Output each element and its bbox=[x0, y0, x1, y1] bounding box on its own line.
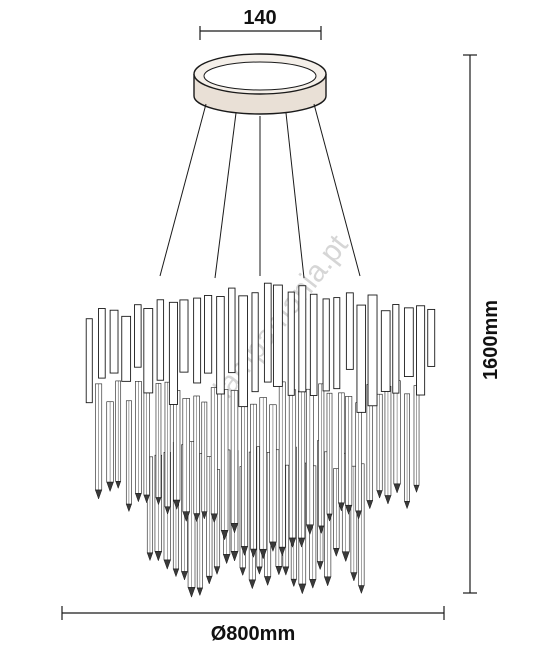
crystal-rod bbox=[309, 293, 318, 396]
cable-1 bbox=[159, 103, 207, 277]
crystal-rod bbox=[298, 390, 306, 548]
crystal-rod bbox=[228, 287, 236, 374]
crystal-rod bbox=[155, 383, 162, 506]
crystal-rod bbox=[333, 297, 341, 390]
crystal-rod bbox=[392, 304, 400, 394]
crystal-rod bbox=[345, 396, 353, 516]
crystal-rod bbox=[288, 389, 297, 548]
crystal-rod bbox=[173, 390, 181, 510]
crystal-rod bbox=[179, 299, 189, 373]
crystal-rod bbox=[182, 398, 191, 523]
canopy-dimension-label: 140 bbox=[243, 7, 276, 29]
crystal-rod bbox=[367, 294, 378, 407]
height-dimension-label: 1600mm bbox=[480, 300, 502, 380]
crystal-rod bbox=[193, 395, 200, 523]
crystal-rod bbox=[269, 404, 277, 553]
crystal-rod bbox=[250, 403, 257, 559]
crystal-rod bbox=[376, 393, 383, 499]
crystal-rod bbox=[333, 468, 340, 558]
crystal-tier-upper bbox=[85, 282, 436, 413]
crystal-rod bbox=[338, 392, 345, 512]
crystal-rod bbox=[134, 304, 142, 368]
width-dimension: Ø800mm bbox=[61, 606, 445, 645]
crystal-rod bbox=[393, 380, 401, 494]
crystal-rod bbox=[193, 297, 202, 384]
crystal-rod bbox=[201, 401, 208, 520]
crystal-rod bbox=[380, 310, 391, 392]
crystal-rod bbox=[350, 465, 358, 582]
crystal-rod bbox=[287, 291, 295, 396]
crystal-rod bbox=[156, 299, 165, 381]
crystal-rod bbox=[216, 296, 225, 395]
crystal-rod bbox=[345, 292, 354, 370]
crystal-rod bbox=[115, 380, 122, 490]
crystal-rod bbox=[326, 392, 333, 522]
canopy-dimension: 140 bbox=[199, 7, 322, 40]
crystal-rod bbox=[263, 282, 272, 383]
height-dimension: 1600mm bbox=[463, 54, 502, 594]
crystal-rod bbox=[322, 298, 330, 392]
crystal-rod bbox=[143, 388, 150, 504]
crystal-rod bbox=[106, 401, 114, 493]
crystal-rod bbox=[298, 285, 307, 393]
crystal-rod bbox=[121, 315, 132, 382]
crystal-rod bbox=[318, 383, 325, 535]
crystal-rod bbox=[168, 301, 178, 405]
crystal-tier-middle bbox=[95, 380, 420, 560]
cable-5 bbox=[313, 103, 361, 277]
crystal-rod bbox=[238, 295, 248, 408]
crystal-rod bbox=[210, 387, 218, 524]
crystal-rod bbox=[427, 308, 436, 367]
width-dimension-label: Ø800mm bbox=[211, 623, 296, 645]
crystal-rod bbox=[413, 385, 420, 494]
crystal-rod bbox=[384, 385, 392, 505]
crystal-rod bbox=[95, 383, 103, 500]
crystal-rod bbox=[306, 388, 314, 536]
suspension-cables bbox=[159, 103, 361, 279]
crystal-rod bbox=[220, 389, 229, 541]
crystal-rod bbox=[259, 397, 267, 560]
crystal-rod bbox=[355, 402, 362, 520]
ceiling-canopy bbox=[193, 53, 327, 115]
crystal-rod bbox=[272, 284, 283, 387]
crystal-rod bbox=[204, 294, 213, 374]
crystal-rod bbox=[356, 304, 367, 413]
crystal-rod bbox=[403, 307, 414, 377]
crystal-rod bbox=[125, 400, 132, 513]
crystal-rod bbox=[416, 305, 426, 396]
cable-2 bbox=[214, 112, 237, 279]
crystal-rod bbox=[404, 393, 411, 510]
crystal-rod bbox=[146, 456, 154, 562]
crystal-rod bbox=[240, 392, 249, 557]
crystal-rod bbox=[85, 318, 93, 404]
crystal-rod bbox=[109, 309, 119, 374]
crystal-rod bbox=[143, 308, 154, 394]
crystal-rod bbox=[230, 390, 239, 534]
crystal-rod bbox=[278, 381, 286, 557]
crystal-rod bbox=[98, 308, 106, 379]
canopy-inner bbox=[203, 61, 317, 91]
crystal-rod bbox=[251, 292, 259, 393]
crystal-rod bbox=[135, 381, 142, 503]
crystal-rod bbox=[164, 381, 171, 515]
cable-4 bbox=[285, 112, 305, 279]
